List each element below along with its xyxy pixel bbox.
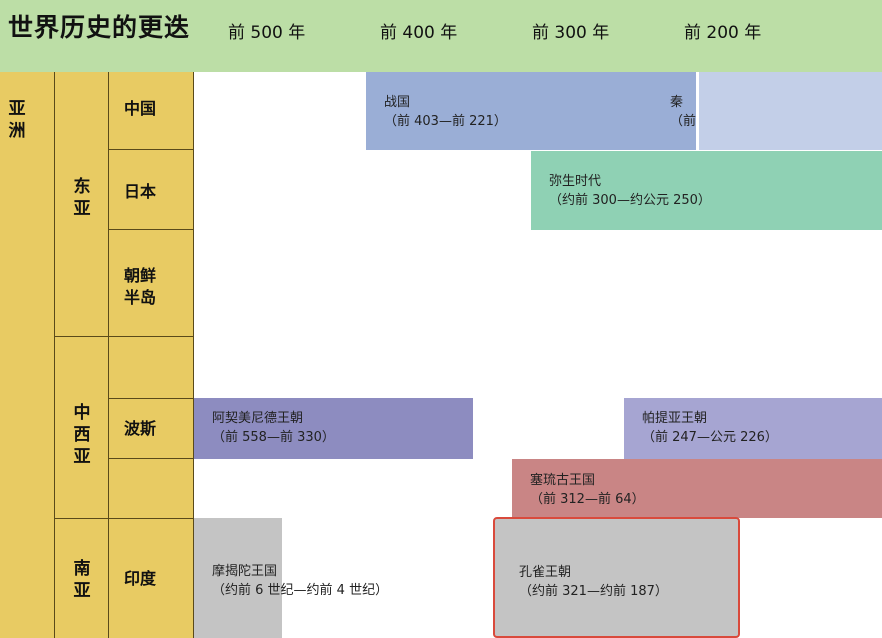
country-cell-japan — [109, 150, 194, 230]
period-yayoi: 弥生时代 （约前 300—约公元 250） — [531, 151, 882, 230]
period-dates: （约前 321—约前 187） — [519, 584, 668, 599]
region-label-east-asia: 东亚 — [73, 177, 91, 219]
period-after-qin — [699, 72, 882, 150]
period-name: 弥生时代 — [549, 174, 602, 189]
period-dates: （约前 300—约公元 250） — [549, 193, 711, 208]
country-cell-west-empty-bottom — [109, 459, 194, 519]
period-name: 秦 — [670, 95, 684, 110]
period-name: 孔雀王朝 — [519, 565, 572, 580]
country-cell-india — [109, 519, 194, 638]
period-parthian: 帕提亚王朝 （前 247—公元 226） — [624, 398, 882, 459]
period-seleucid: 塞琉古王国 （前 312—前 64） — [512, 459, 882, 518]
period-maurya[interactable]: 孔雀王朝 （约前 321—约前 187） — [493, 517, 740, 638]
period-warring-states: 战国 （前 403—前 221） — [366, 72, 662, 150]
period-magadha: 摩揭陀王国 （约前 6 世纪—约前 4 世纪） — [194, 518, 389, 638]
tick-300: 前 300 年 — [532, 23, 610, 43]
country-label-japan: 日本 — [124, 182, 157, 201]
tick-200: 前 200 年 — [684, 23, 762, 43]
period-dates: （前 247—公元 226） — [642, 430, 778, 445]
region-cell-east-asia — [55, 72, 109, 337]
period-name: 摩揭陀王国 — [212, 564, 278, 579]
tick-400: 前 400 年 — [380, 23, 458, 43]
period-name: 阿契美尼德王朝 — [212, 411, 304, 426]
period-name: 帕提亚王朝 — [642, 411, 708, 426]
period-dates: （约前 6 世纪—约前 4 世纪） — [212, 583, 389, 598]
period-dates: （前 312—前 64） — [530, 492, 645, 507]
period-dates: （前 403—前 221） — [384, 114, 507, 129]
country-cell-korea — [109, 230, 194, 337]
period-name: 塞琉古王国 — [530, 473, 596, 488]
region-label-west-asia: 中西亚 — [73, 403, 91, 467]
region-cell-west-asia — [55, 337, 109, 519]
country-cell-china — [109, 72, 194, 150]
period-achaemenid: 阿契美尼德王朝 （前 558—前 330） — [194, 398, 473, 459]
tick-500: 前 500 年 — [228, 23, 306, 43]
region-cell-south-asia — [55, 519, 109, 638]
period-dates: （前 558—前 330） — [212, 430, 335, 445]
country-cell-west-empty-top — [109, 337, 194, 399]
country-cell-persia — [109, 399, 194, 459]
qin-label-overlay — [662, 92, 882, 138]
header-band — [0, 0, 882, 72]
country-label-india: 印度 — [124, 569, 157, 588]
country-label-persia: 波斯 — [124, 419, 157, 438]
region-label-south-asia: 南亚 — [73, 559, 91, 601]
continent-label: 亚洲 — [8, 99, 26, 141]
country-label-china: 中国 — [124, 99, 157, 118]
continent-column — [0, 72, 55, 638]
country-label-korea: 朝鲜半岛 — [124, 266, 157, 307]
page-title: 世界历史的更迭 — [8, 13, 191, 42]
period-name: 战国 — [384, 95, 411, 110]
